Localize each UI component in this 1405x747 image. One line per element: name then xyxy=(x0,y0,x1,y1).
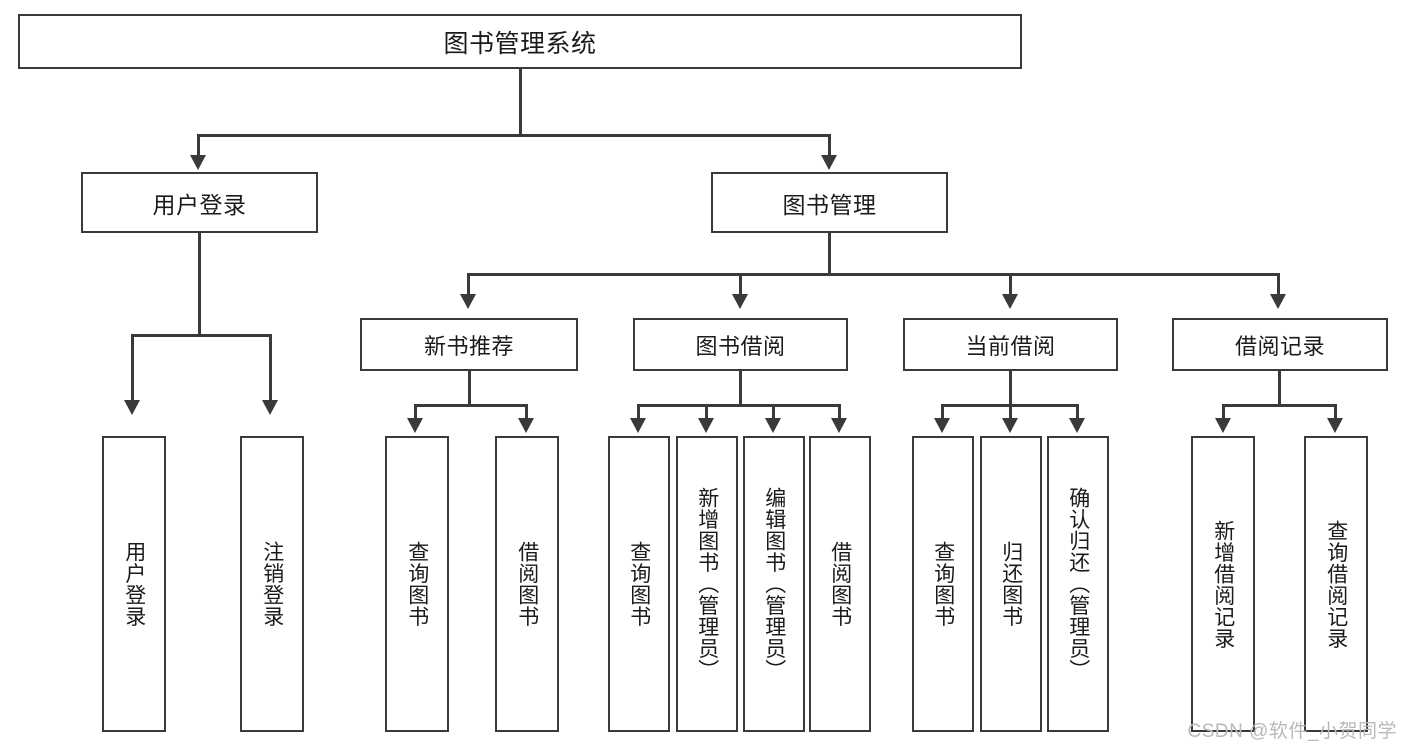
node-label: 归还图书 xyxy=(999,541,1023,627)
edge-nbr-bus xyxy=(414,404,528,407)
node-user-login[interactable]: 用户登录 xyxy=(81,172,318,233)
edge-root-bus xyxy=(197,134,831,137)
node-book-borrow[interactable]: 图书借阅 xyxy=(633,318,848,371)
node-label: 当前借阅 xyxy=(965,333,1056,359)
node-label: 借阅图书 xyxy=(828,541,852,627)
node-root-book-management-system[interactable]: 图书管理系统 xyxy=(18,14,1022,69)
edge-user-login-to-leaf-2 xyxy=(269,334,272,402)
edge-root-stem xyxy=(519,69,522,136)
node-current-borrow[interactable]: 当前借阅 xyxy=(903,318,1118,371)
edge-bm-to-borrow-record xyxy=(1277,273,1280,296)
node-label: 查询图书 xyxy=(405,541,429,627)
leaf-cb-query-book[interactable]: 查询图书 xyxy=(912,436,974,732)
edge-user-login-bus xyxy=(131,334,272,337)
arrow-to-leaf-borrow-book-bb xyxy=(831,418,847,433)
edge-br-bus xyxy=(1222,404,1337,407)
node-label: 图书借阅 xyxy=(695,333,786,359)
edge-cb-to-leaf-1 xyxy=(941,404,944,420)
leaf-br-query-record[interactable]: 查询借阅记录 xyxy=(1304,436,1368,732)
leaf-bb-edit-book[interactable]: 编辑图书（管理员） xyxy=(743,436,805,732)
arrow-to-leaf-logout xyxy=(262,400,278,415)
edge-book-management-bus xyxy=(467,273,1280,276)
arrow-to-leaf-return-book xyxy=(1002,418,1018,433)
arrow-to-borrow-record xyxy=(1270,294,1286,309)
node-label: 借阅图书 xyxy=(515,541,539,627)
leaf-user-login[interactable]: 用户登录 xyxy=(102,436,166,732)
node-label: 借阅记录 xyxy=(1234,333,1325,359)
leaf-br-add-record[interactable]: 新增借阅记录 xyxy=(1191,436,1255,732)
arrow-to-leaf-query-book-bb xyxy=(630,418,646,433)
node-new-book-recommend[interactable]: 新书推荐 xyxy=(360,318,578,371)
edge-bm-to-current-borrow xyxy=(1009,273,1012,296)
node-label: 图书管理系统 xyxy=(443,29,597,58)
leaf-nbr-query-book[interactable]: 查询图书 xyxy=(385,436,449,732)
edge-nbr-to-leaf-1 xyxy=(414,404,417,420)
arrow-to-leaf-confirm-return xyxy=(1069,418,1085,433)
arrow-to-leaf-add-record xyxy=(1215,418,1231,433)
node-book-management[interactable]: 图书管理 xyxy=(711,172,948,233)
edge-cb-to-leaf-2 xyxy=(1009,404,1012,420)
arrow-to-leaf-query-book-cb xyxy=(934,418,950,433)
leaf-bb-query-book[interactable]: 查询图书 xyxy=(608,436,670,732)
edge-book-management-stem xyxy=(828,233,831,275)
arrow-to-leaf-query-record xyxy=(1327,418,1343,433)
edge-bb-stem xyxy=(739,371,742,407)
edge-nbr-to-leaf-2 xyxy=(525,404,528,420)
edge-bb-bus xyxy=(637,404,841,407)
arrow-to-leaf-edit-book xyxy=(765,418,781,433)
leaf-bb-borrow-book[interactable]: 借阅图书 xyxy=(809,436,871,732)
node-label: 用户登录 xyxy=(122,541,146,627)
node-label: 查询图书 xyxy=(627,541,651,627)
node-label: 用户登录 xyxy=(152,191,247,218)
node-label: 注销登录 xyxy=(260,541,284,627)
edge-bb-to-leaf-2 xyxy=(705,404,708,420)
edge-bb-to-leaf-1 xyxy=(637,404,640,420)
arrow-to-book-management xyxy=(821,155,837,170)
csdn-watermark: CSDN @软件_小贺同学 xyxy=(1187,721,1397,742)
edge-bb-to-leaf-4 xyxy=(838,404,841,420)
leaf-nbr-borrow-book[interactable]: 借阅图书 xyxy=(495,436,559,732)
edge-br-to-leaf-1 xyxy=(1222,404,1225,420)
arrow-to-leaf-borrow-book-nbr xyxy=(518,418,534,433)
arrow-to-current-borrow xyxy=(1002,294,1018,309)
node-label: 新书推荐 xyxy=(423,333,514,359)
arrow-to-new-book-recommend xyxy=(460,294,476,309)
node-borrow-record[interactable]: 借阅记录 xyxy=(1172,318,1388,371)
arrow-to-leaf-user-login xyxy=(124,400,140,415)
leaf-cb-confirm-return[interactable]: 确认归还（管理员） xyxy=(1047,436,1109,732)
node-label: 新增借阅记录 xyxy=(1211,519,1235,649)
arrow-to-leaf-query-book-nbr xyxy=(407,418,423,433)
edge-root-to-user-login xyxy=(197,134,200,157)
node-label: 图书管理 xyxy=(782,191,877,218)
edge-user-login-stem xyxy=(198,233,201,337)
arrow-to-leaf-add-book xyxy=(698,418,714,433)
edge-bm-to-book-borrow xyxy=(739,273,742,296)
arrow-to-book-borrow xyxy=(732,294,748,309)
edge-cb-to-leaf-3 xyxy=(1076,404,1079,420)
leaf-cb-return-book[interactable]: 归还图书 xyxy=(980,436,1042,732)
edge-br-to-leaf-2 xyxy=(1334,404,1337,420)
edge-cb-stem xyxy=(1009,371,1012,407)
arrow-to-user-login xyxy=(190,155,206,170)
node-label: 查询图书 xyxy=(931,541,955,627)
node-label: 确认归还（管理员） xyxy=(1066,487,1090,681)
leaf-logout[interactable]: 注销登录 xyxy=(240,436,304,732)
edge-bb-to-leaf-3 xyxy=(772,404,775,420)
edge-root-to-book-management xyxy=(828,134,831,157)
edge-user-login-to-leaf-1 xyxy=(131,334,134,402)
edge-bm-to-new-book xyxy=(467,273,470,296)
edge-nbr-stem xyxy=(468,371,471,407)
leaf-bb-add-book[interactable]: 新增图书（管理员） xyxy=(676,436,738,732)
node-label: 查询借阅记录 xyxy=(1324,519,1348,649)
edge-br-stem xyxy=(1278,371,1281,407)
node-label: 编辑图书（管理员） xyxy=(762,487,786,681)
node-label: 新增图书（管理员） xyxy=(695,487,719,681)
